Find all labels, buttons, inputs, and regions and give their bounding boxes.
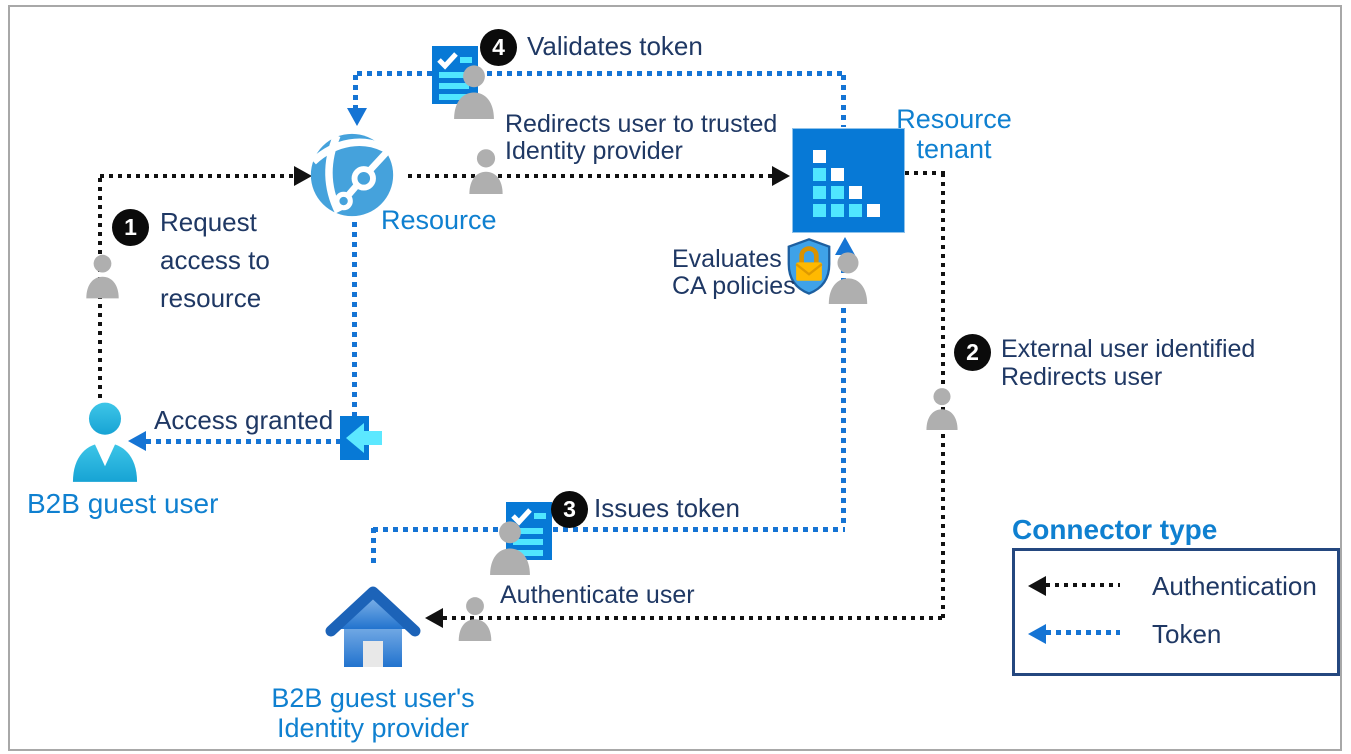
legend-authentication-arrowhead — [1028, 576, 1046, 596]
person-icon-authenticate — [456, 596, 494, 641]
step-badge-3: 3 — [551, 491, 588, 528]
legend-title: Connector type — [1012, 514, 1218, 545]
resource-tenant-label: Resource tenant — [896, 104, 1012, 164]
step-badge-1: 1 — [112, 209, 149, 246]
person-icon-ca — [826, 251, 870, 304]
identity-provider-house-icon — [325, 586, 421, 667]
auth-connector-authenticate-horizontal — [443, 616, 945, 620]
auth-connector-request-horizontal — [100, 174, 298, 178]
token-connector-validate-down — [353, 75, 358, 109]
evaluates-ca-text: Evaluates CA policies — [672, 245, 796, 300]
token-arrowhead-into-tenant — [835, 237, 855, 255]
person-icon-request — [84, 251, 121, 301]
redirects-user-text: Redirects user to trusted Identity provi… — [505, 110, 778, 165]
resource-label: Resource — [381, 205, 497, 235]
step-badge-4: 4 — [480, 29, 517, 66]
step-4-text: Validates token — [527, 31, 703, 61]
step-1-text: Request access to resource — [160, 207, 270, 313]
token-connector-validate-horizontal — [357, 71, 845, 76]
token-arrowhead-into-resource — [347, 108, 367, 126]
token-connector-grant-horizontal — [146, 439, 342, 444]
token-connector-idp-up — [371, 528, 376, 566]
token-connector-issue-horizontal — [373, 527, 845, 532]
resource-tenant-icon — [792, 128, 905, 233]
token-arrowhead-to-user — [128, 431, 146, 451]
token-connector-tenant-up — [841, 75, 846, 127]
b2b-guest-user-label: B2B guest user — [27, 488, 219, 519]
token-connector-issue-vertical — [841, 258, 846, 528]
step-3-text: Issues token — [594, 493, 740, 523]
page-border — [8, 5, 1342, 751]
access-granted-door-icon — [340, 416, 382, 460]
person-icon-external — [924, 387, 960, 430]
person-icon-redirect — [467, 147, 505, 195]
resource-globe-icon — [310, 133, 394, 217]
legend-token-line — [1046, 630, 1120, 635]
auth-connector-tenant-out — [905, 171, 945, 175]
legend-token-arrowhead — [1028, 624, 1046, 644]
legend-box — [1012, 548, 1340, 676]
authenticate-user-text: Authenticate user — [500, 581, 695, 609]
token-connector-grant-vertical — [352, 222, 357, 418]
person-icon-validate — [450, 64, 498, 119]
access-granted-text: Access granted — [154, 405, 334, 435]
step-badge-2: 2 — [954, 334, 991, 371]
auth-arrowhead-to-tenant — [772, 166, 790, 186]
ca-shield-lock-icon — [787, 238, 831, 295]
legend-authentication-line — [1046, 583, 1120, 587]
legend-authentication-label: Authentication — [1152, 571, 1317, 601]
person-icon-issue — [486, 520, 534, 575]
b2b-guest-user-icon — [72, 402, 138, 482]
auth-arrowhead-to-resource — [294, 166, 312, 186]
identity-provider-label: B2B guest user's Identity provider — [271, 683, 475, 743]
auth-connector-redirect-horizontal — [408, 174, 774, 178]
step-2-text: External user identified Redirects user — [1001, 335, 1256, 391]
legend-token-label: Token — [1152, 619, 1222, 649]
auth-arrowhead-to-idp — [425, 608, 443, 628]
